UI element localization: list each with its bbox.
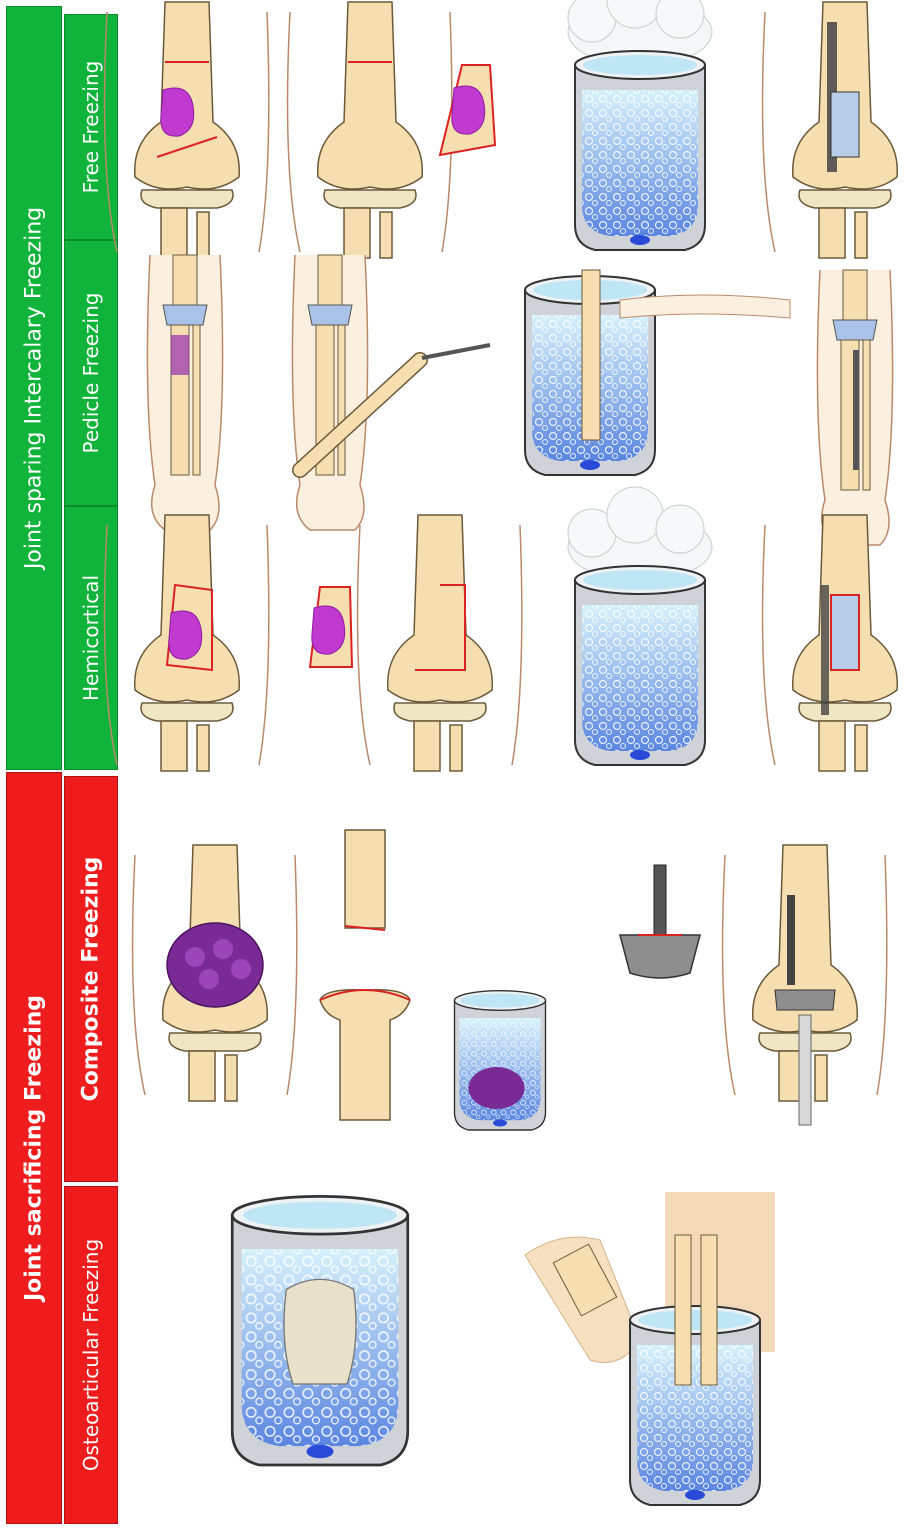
illustrations: [0, 0, 904, 1530]
